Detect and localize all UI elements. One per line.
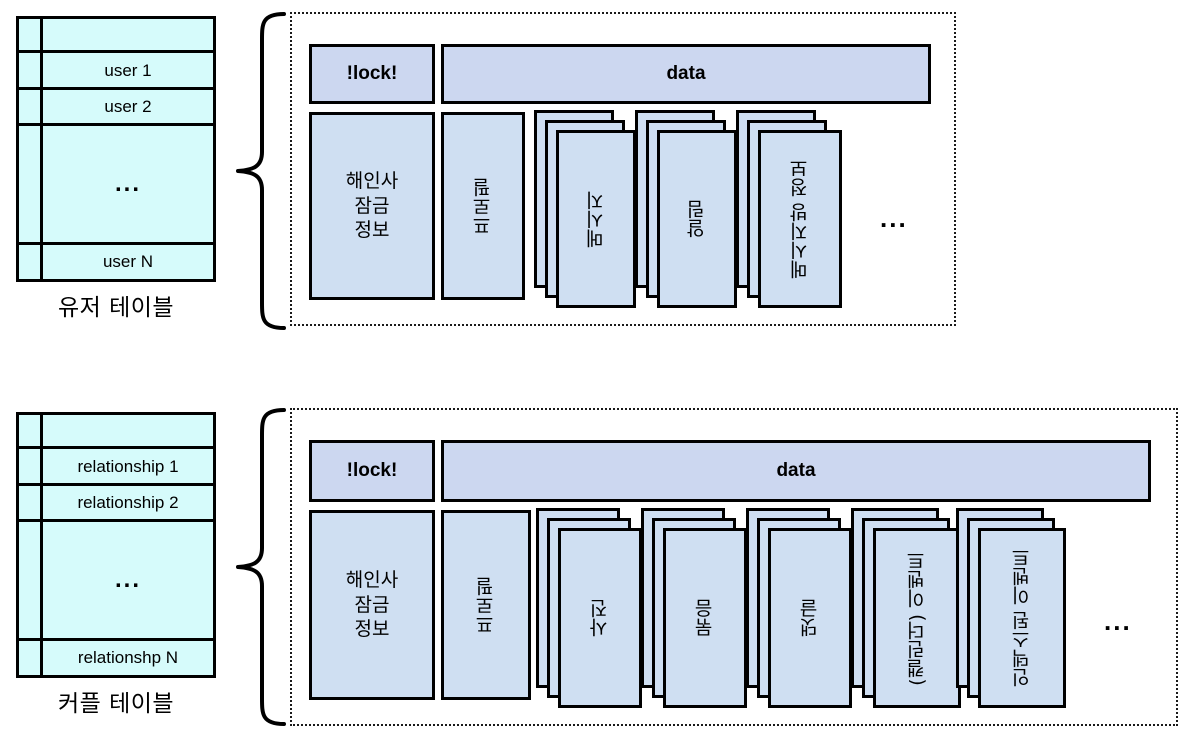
user-data-container xyxy=(290,12,956,326)
user-column-profile-label: 프로필 xyxy=(471,177,494,235)
user-column-message: 메시지 xyxy=(556,130,636,308)
couple-column-indexed-event-label: 인덱스된 이벤트 xyxy=(1010,548,1033,688)
user-column-notify: 알림 xyxy=(657,130,737,308)
user-brace xyxy=(236,12,286,330)
couple-columns-ellipsis: ... xyxy=(1104,606,1132,636)
lock-header-label: !lock! xyxy=(346,63,398,84)
couple-column-bundle: 묶음 xyxy=(663,528,747,708)
couple-column-calendar-event-label: (캘린더) 이벤트 xyxy=(905,550,928,686)
user-column-lockinfo: 해인사 잠금 정보 xyxy=(309,112,435,300)
couple-column-photo: 사진 xyxy=(558,528,642,708)
table-row: relationship 1 xyxy=(43,449,213,486)
table-row-ellipsis: ... xyxy=(43,126,213,245)
couple-column-comment: 댓글 xyxy=(768,528,852,708)
table-row xyxy=(43,415,213,450)
user-columns-ellipsis: ... xyxy=(880,203,908,233)
couple-column-photo-label: 사진 xyxy=(588,599,611,637)
table-row: relationshp N xyxy=(77,648,179,668)
user-table-rows: user 1 user 2 ... user N xyxy=(43,19,213,279)
table-row: user 2 xyxy=(43,90,213,127)
couple-table-caption: 커플 테이블 xyxy=(57,691,175,717)
couple-column-calendar-event: (캘린더) 이벤트 xyxy=(873,528,961,708)
couple-column-indexed-event: 인덱스된 이벤트 xyxy=(978,528,1066,708)
user-column-notify-label: 알림 xyxy=(685,200,708,238)
table-row: relationship 2 xyxy=(43,486,213,523)
user-table: user 1 user 2 ... user N xyxy=(16,16,216,282)
user-column-roominfo-label: 메시지방 정보 xyxy=(788,158,811,280)
couple-column-lockinfo: 해인사 잠금 정보 xyxy=(309,510,435,700)
couple-column-comment-label: 댓글 xyxy=(798,599,821,637)
couple-table: relationship 1 relationship 2 ... relati… xyxy=(16,412,216,678)
user-column-profile: 프로필 xyxy=(441,112,525,300)
couple-brace xyxy=(236,408,286,726)
user-column-roominfo: 메시지방 정보 xyxy=(758,130,842,308)
user-lock-header: !lock! xyxy=(309,44,435,104)
user-data-header: data xyxy=(441,44,931,104)
couple-lock-header: !lock! xyxy=(309,440,435,502)
couple-column-bundle-label: 묶음 xyxy=(693,599,716,637)
user-column-message-label: 메시지 xyxy=(584,190,607,248)
user-table-gutter xyxy=(19,19,43,279)
couple-column-profile-label: 프로필 xyxy=(474,576,497,634)
couple-data-header: data xyxy=(441,440,1151,502)
couple-table-gutter xyxy=(19,415,43,675)
table-row xyxy=(43,19,213,54)
data-header-label: data xyxy=(666,63,706,84)
couple-data-container xyxy=(290,408,1178,726)
data-header-label: data xyxy=(776,460,816,481)
couple-table-rows: relationship 1 relationship 2 ... relati… xyxy=(43,415,213,675)
lock-header-label: !lock! xyxy=(346,460,398,481)
couple-column-profile: 프로필 xyxy=(441,510,531,700)
couple-column-lockinfo-label: 해인사 잠금 정보 xyxy=(345,568,399,641)
table-row: user N xyxy=(102,252,154,272)
table-row-ellipsis: ... xyxy=(43,522,213,641)
table-row: user 1 xyxy=(43,53,213,90)
user-table-caption: 유저 테이블 xyxy=(57,295,175,321)
user-column-lockinfo-label: 해인사 잠금 정보 xyxy=(345,169,399,242)
